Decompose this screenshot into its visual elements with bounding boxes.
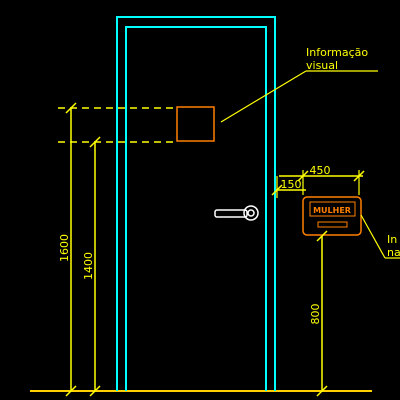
dimension-150: [271, 176, 306, 198]
tactile-info-label-line2: na: [387, 246, 400, 259]
dimension-1600: [65, 102, 77, 397]
door-handle: [214, 205, 259, 221]
dimension-150-label: 150: [281, 178, 302, 191]
dimension-450-label: 450: [310, 164, 331, 177]
visual-info-sign: [176, 106, 215, 142]
tactile-sign-label: MULHER: [313, 206, 351, 215]
tactile-info-label-line1: In: [387, 233, 397, 246]
tactile-info-leader: [360, 214, 386, 259]
dimension-1400: [89, 136, 101, 397]
visual-info-leader: [220, 70, 307, 123]
dimension-800: [316, 230, 328, 397]
door-frame-inner: [125, 26, 267, 391]
tactile-sign-braille-strip: [317, 221, 348, 228]
door-frame-outer: [116, 16, 276, 391]
dimension-800-label: 800: [309, 304, 322, 325]
dimension-450: [279, 170, 365, 195]
dimension-1400-label: 1400: [82, 252, 95, 280]
tactile-sign-label-box: [309, 201, 356, 217]
dimension-1600-label: 1600: [58, 234, 71, 262]
visual-info-label-line1: Informação: [306, 46, 368, 59]
visual-info-label-line2: visual: [306, 59, 338, 72]
